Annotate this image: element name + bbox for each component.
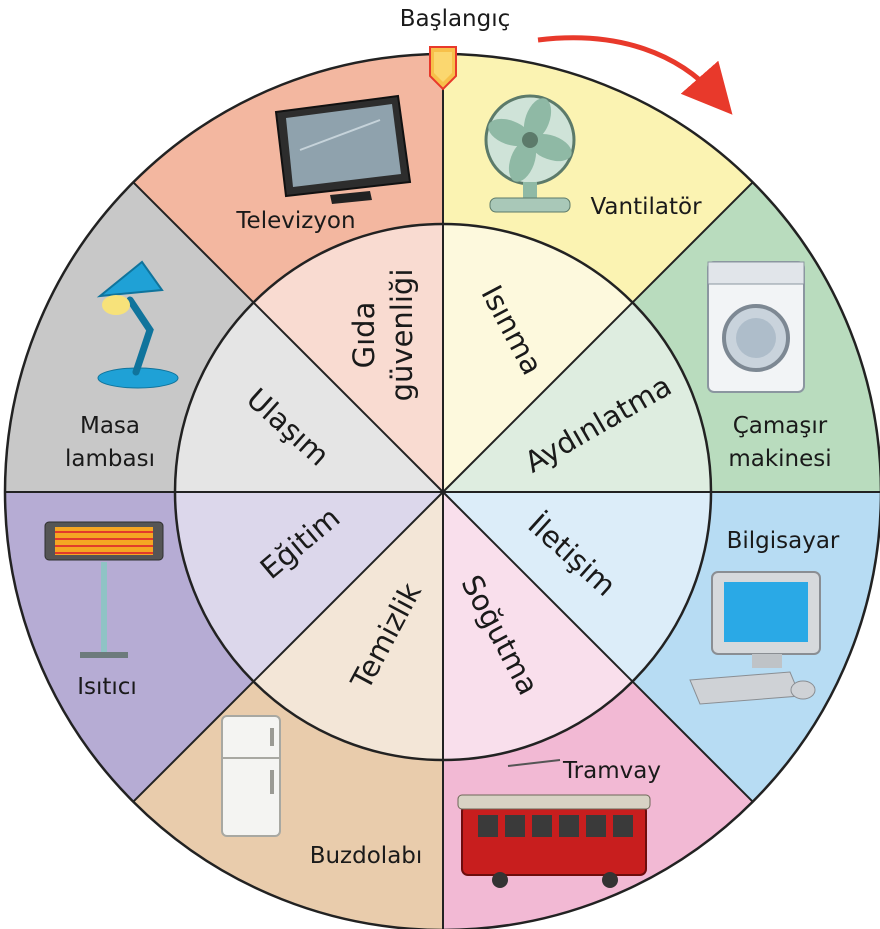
outer-label: Isıtıcı — [77, 674, 137, 700]
outer-label-line: Isıtıcı — [77, 674, 137, 700]
outer-icons — [44, 94, 821, 888]
inner-sector-1 — [443, 302, 711, 492]
television-icon — [274, 94, 412, 204]
divider-line — [442, 181, 754, 493]
outer-label: Çamaşır makinesi — [728, 413, 831, 472]
inner-sector-4 — [253, 492, 443, 760]
inner-label-line: güvenliği — [385, 269, 419, 402]
direction-arrow-icon — [537, 35, 733, 115]
outer-label-line: makinesi — [728, 446, 831, 472]
inner-sector-6 — [175, 302, 443, 492]
divider-line — [132, 181, 444, 493]
outer-label: Bilgisayar — [727, 528, 840, 554]
inner-circle-outline — [173, 222, 713, 762]
start-marker: Başlangıç — [400, 6, 733, 115]
outer-label-line: Bilgisayar — [727, 528, 840, 554]
outer-label: Buzdolabı — [310, 843, 423, 869]
divider-line — [132, 491, 444, 803]
outer-label-line: Buzdolabı — [310, 843, 423, 869]
outer-label-line: Televizyon — [235, 208, 355, 234]
inner-sector-3 — [443, 492, 633, 760]
desk-lamp-icon — [96, 260, 179, 389]
start-label: Başlangıç — [400, 6, 511, 32]
outer-label-line: Çamaşır — [733, 413, 828, 439]
inner-ring — [175, 224, 711, 760]
outer-label: Vantilatör — [590, 194, 702, 220]
fan-icon — [484, 94, 576, 213]
inner-sector-2 — [443, 492, 711, 682]
washing-machine-icon — [707, 261, 805, 393]
computer-icon — [689, 571, 821, 705]
outer-label: Televizyon — [235, 208, 355, 234]
outer-label-line: lambası — [65, 446, 155, 472]
inner-sector-5 — [175, 492, 443, 682]
outer-label-line: Tramvay — [562, 758, 661, 784]
outer-label-line: Vantilatör — [590, 194, 702, 220]
tram-icon — [457, 759, 651, 888]
sector-dividers — [3, 52, 880, 929]
divider-line — [442, 491, 754, 803]
inner-sector-7 — [253, 224, 443, 492]
inner-label-line: Gıda — [347, 302, 381, 369]
inner-sector-0 — [443, 224, 633, 492]
outer-label: Masa lambası — [65, 413, 155, 472]
refrigerator-icon — [221, 715, 281, 837]
outer-label: Tramvay — [562, 758, 661, 784]
outer-label-line: Masa — [80, 413, 140, 439]
heater-icon — [44, 521, 164, 658]
